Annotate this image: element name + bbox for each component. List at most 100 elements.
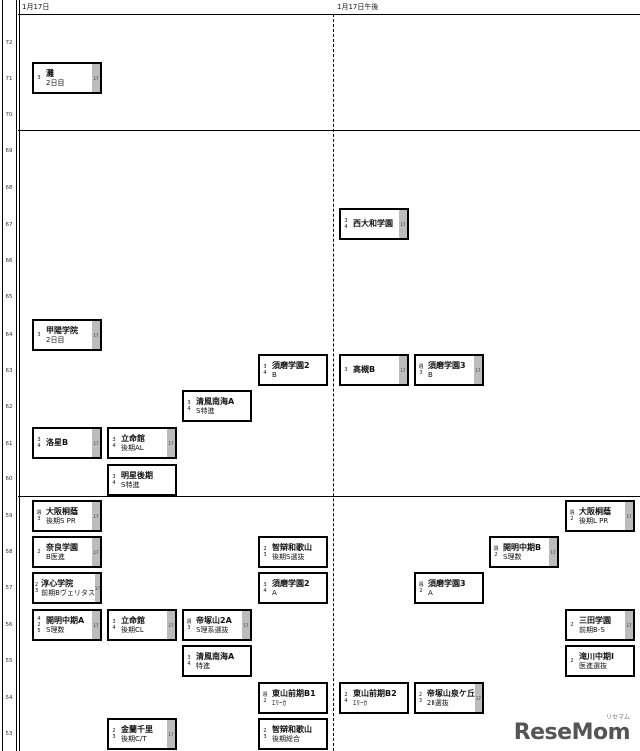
card-side-bar: [242, 647, 250, 675]
card-side-bar: 17: [167, 720, 175, 748]
school-name: 明星後期: [121, 470, 153, 480]
card-side-bar: 17: [474, 356, 482, 384]
card-side-bar: 17: [625, 611, 633, 639]
card-prefix: 2 3: [263, 546, 267, 558]
card-prefix: 3 4: [112, 437, 116, 449]
card-prefix: 週 2: [569, 510, 575, 522]
school-name: 大阪桐蔭: [46, 506, 78, 516]
card-side-bar: 17: [92, 502, 100, 530]
card-side-bar: 17: [242, 611, 250, 639]
exam-type: 前期B-S: [579, 625, 605, 634]
school-name: 灘: [46, 68, 54, 78]
card-side-bar: 17: [92, 321, 100, 349]
card-text: 洛星B: [44, 429, 92, 457]
exam-type: ｴﾘｰｶ: [353, 698, 367, 707]
school-name: 須磨学園3: [428, 360, 466, 370]
school-name: 立命館: [121, 433, 145, 443]
exam-type: 特進: [196, 661, 210, 670]
axis-tick: 72: [5, 40, 13, 46]
axis-tick: 71: [5, 76, 13, 82]
exam-type: 後期AL: [121, 443, 144, 452]
card-prefix: 週 3: [186, 619, 192, 631]
school-name: 滝川中期Ⅰ: [579, 651, 614, 661]
school-name: 淳心学院: [41, 578, 74, 588]
school-name: 西大和学園: [353, 219, 393, 228]
axis-tick: 63: [5, 368, 13, 374]
axis-tick: 59: [5, 513, 13, 519]
school-name: 金蘭千里: [121, 724, 153, 734]
card-text: 西大和学園: [351, 210, 399, 238]
axis-tick: 54: [5, 695, 13, 701]
header-col1: 1月17日: [22, 3, 50, 11]
card-side-bar: 17: [167, 611, 175, 639]
exam-type: S理系選抜: [196, 625, 229, 634]
axis-line-outer: [16, 0, 17, 751]
school-name: 清風南海A: [196, 396, 235, 406]
card-side-bar: 17: [92, 611, 100, 639]
card-prefix: 3 4: [187, 655, 191, 667]
axis-tick: 68: [5, 185, 13, 191]
school-name: 東山前期B1: [272, 688, 316, 698]
card-text: 淳心学院前期Bヴェリタス: [39, 574, 95, 602]
exam-type: 後期C/T: [121, 734, 147, 743]
card-side-bar: 17: [625, 502, 633, 530]
exam-type: A: [272, 588, 277, 597]
axis-tick: 56: [5, 622, 13, 628]
card-side-bar: [318, 356, 326, 384]
card-prefix: 3: [37, 332, 41, 338]
section-rule-70: [18, 130, 640, 131]
card-text: 大阪桐蔭後期S PR: [44, 502, 92, 530]
exam-type: ｴﾘｰｶ: [272, 698, 286, 707]
card-prefix: 2: [37, 549, 41, 555]
exam-type: 後期L PR: [579, 516, 609, 525]
logo-sub: リセマム: [605, 714, 630, 721]
card-side-bar: [242, 392, 250, 420]
card-prefix: 3: [37, 75, 41, 81]
card-prefix: 週 3: [418, 364, 424, 376]
exam-type: 後期総合: [272, 734, 300, 743]
card-prefix: 3 4: [112, 474, 116, 486]
school-name: 洛星B: [46, 438, 69, 447]
axis-tick: 69: [5, 148, 13, 154]
school-name: 開明中期A: [46, 615, 85, 625]
card-prefix: 3 4: [187, 400, 191, 412]
resemom-logo: リセマム ReseMom: [514, 714, 631, 745]
